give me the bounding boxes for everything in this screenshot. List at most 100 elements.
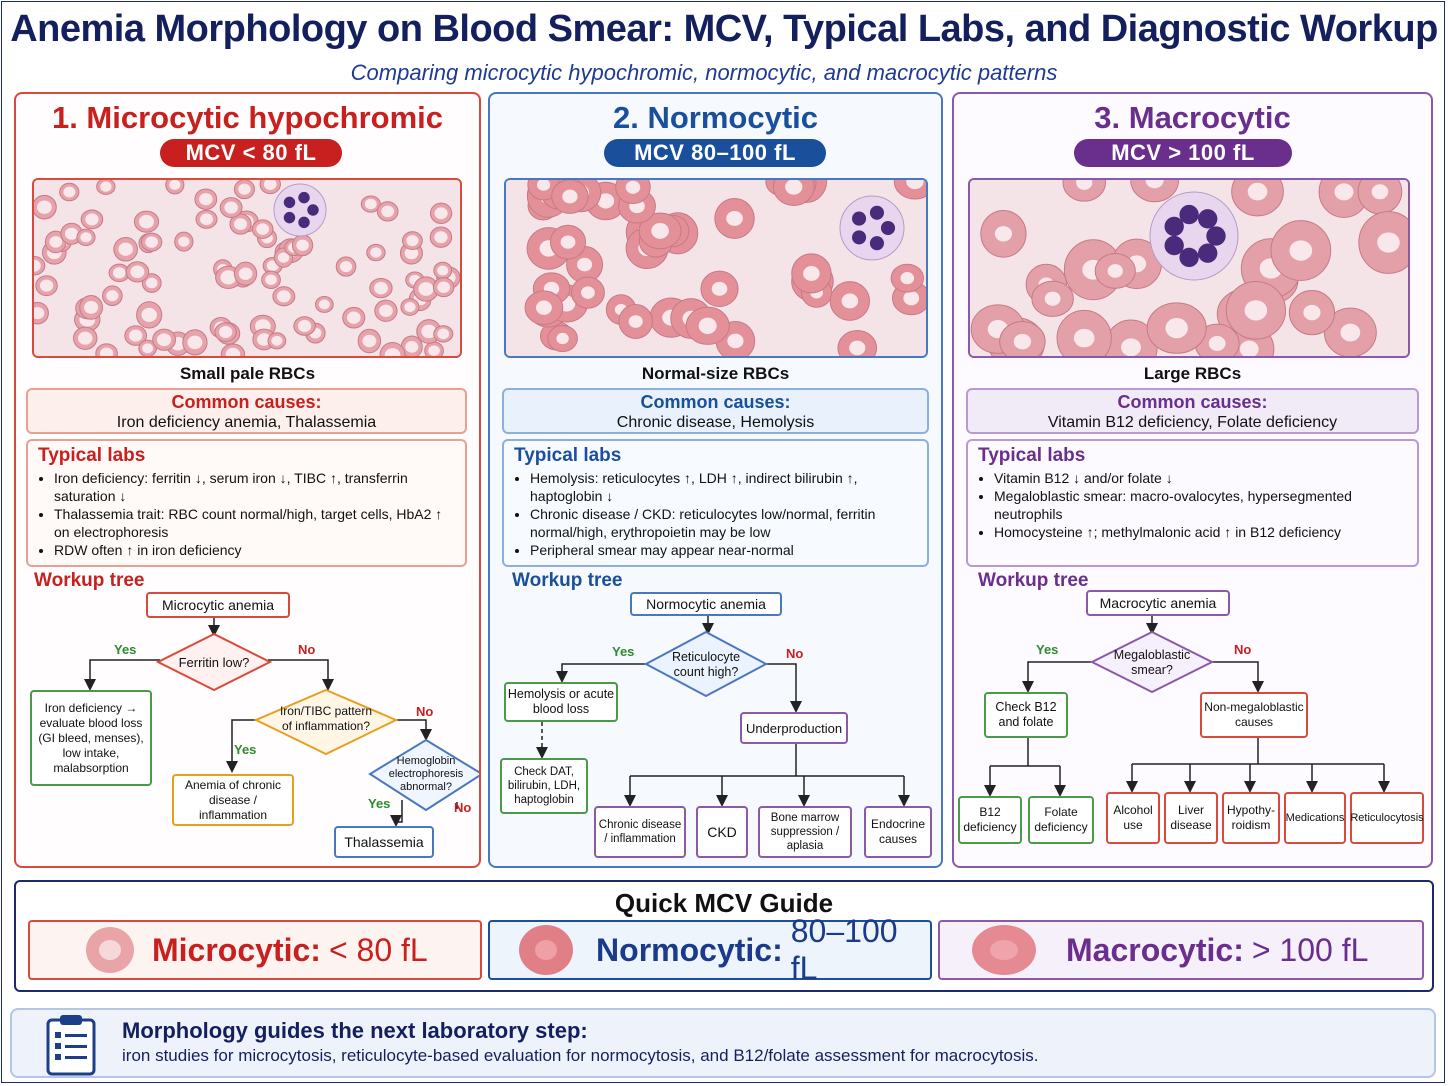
normocytic-lab-item: Chronic disease / CKD: reticulocytes low… [530, 505, 917, 541]
guide-normocytic-label: Normocytic: [596, 931, 783, 968]
normocytic-smear-image [504, 178, 928, 358]
no-label: No [454, 800, 472, 815]
medications-leaf: Medications [1284, 792, 1346, 844]
reticulocytosis-leaf: Reticulocytosis [1350, 792, 1424, 844]
macrocytic-causes-box: Common causes: Vitamin B12 deficiency, F… [966, 388, 1419, 434]
microcytic-labs-heading: Typical labs [38, 445, 146, 466]
macrocytic-smear-caption: Large RBCs [1143, 364, 1242, 383]
guide-microcytic-label: Microcytic: [152, 931, 321, 968]
normocytic-causes-box: Common causes: Chronic disease, Hemolysi… [502, 388, 929, 434]
underproduction-node: Underproduction [740, 712, 848, 744]
yes-label: Yes [368, 796, 391, 811]
microcytic-workup-heading: Workup tree [34, 570, 145, 591]
normocytic-root-node: Normocytic anemia [630, 592, 782, 616]
large-rbc-icon [972, 925, 1036, 975]
thalassemia-leaf: Thalassemia [334, 826, 434, 858]
microcytic-smear-caption: Small pale RBCs [179, 364, 316, 383]
bone-marrow-node: Bone marrow suppression / aplasia [758, 806, 852, 858]
normocytic-lab-item: Peripheral smear may appear near-normal [530, 541, 917, 559]
page-subtitle: Comparing microcytic hypochromic, normoc… [350, 60, 1058, 85]
yes-label: Yes [612, 644, 635, 659]
microcytic-labs-box: Typical labs Iron deficiency: ferritin ↓… [26, 439, 467, 567]
endocrine-node: Endocrine causes [864, 806, 932, 858]
chronic-disease-leaf: Anemia of chronic disease / inflammation [172, 774, 294, 826]
clipboard-icon [46, 1015, 96, 1076]
yes-label: Yes [1036, 642, 1059, 657]
b12-deficiency-leaf: B12 deficiency [958, 796, 1022, 844]
no-label: No [1234, 642, 1252, 657]
no-label: No [416, 704, 434, 719]
microcytic-lab-item: Iron deficiency: ferritin ↓, serum iron … [54, 469, 455, 505]
normocytic-lab-item: Hemolysis: reticulocytes ↑, LDH ↑, indir… [530, 469, 917, 505]
no-label: No [786, 646, 804, 661]
microcytic-lab-item: Thalassemia trait: RBC count normal/high… [54, 505, 455, 541]
iron-deficiency-leaf: Iron deficiency → evaluate blood loss (G… [30, 690, 152, 786]
microcytic-causes-text: Iron deficiency anemia, Thalassemia [116, 414, 377, 431]
guide-microcytic-card: Microcytic: < 80 fL [28, 920, 482, 980]
hypothyroidism-leaf: Hypothy-roidism [1222, 792, 1280, 844]
inflammation-pattern-decision: Iron/TIBC pattern of inflammation? [279, 704, 373, 733]
yes-label: Yes [234, 742, 257, 757]
normocytic-mcv-badge: MCV 80–100 fL [604, 139, 826, 167]
yes-label: Yes [114, 642, 137, 657]
normocytic-labs-box: Typical labs Hemolysis: reticulocytes ↑,… [502, 439, 929, 567]
microcytic-title: 1. Microcytic hypochromic [51, 100, 444, 135]
megaloblastic-decision: Megaloblastic smear? [1113, 648, 1191, 677]
microcytic-smear-image [32, 178, 462, 358]
microcytic-causes-heading: Common causes: [171, 392, 322, 412]
ckd-node: CKD [696, 806, 748, 858]
guide-macrocytic-value: > 100 fL [1251, 931, 1369, 968]
microcytic-mcv-badge: MCV < 80 fL [160, 139, 342, 167]
normal-rbc-icon [519, 925, 573, 975]
liver-disease-leaf: Liver disease [1164, 792, 1218, 844]
electrophoresis-decision: Hemoglobin electrophoresis abnormal? [388, 754, 464, 793]
footer-heading: Morphology guides the next laboratory st… [122, 1018, 588, 1043]
no-label: No [298, 642, 316, 657]
chronic-disease-node: Chronic disease / inflammation [594, 806, 686, 858]
guide-macrocytic-card: Macrocytic: > 100 fL [938, 920, 1424, 980]
normocytic-causes-text: Chronic disease, Hemolysis [616, 414, 815, 431]
reticulocyte-decision: Reticulocyte count high? [671, 650, 741, 679]
macrocytic-lab-item: Megaloblastic smear: macro-ovalocytes, h… [994, 487, 1407, 523]
guide-macrocytic-label: Macrocytic: [1066, 931, 1244, 968]
macrocytic-root-node: Macrocytic anemia [1086, 590, 1230, 616]
page-title: Anemia Morphology on Blood Smear: MCV, T… [10, 8, 1438, 50]
macrocytic-causes-text: Vitamin B12 deficiency, Folate deficienc… [1047, 414, 1338, 431]
footer-text: iron studies for microcytosis, reticuloc… [122, 1046, 1039, 1065]
macrocytic-labs-heading: Typical labs [978, 445, 1086, 466]
microcytic-lab-item: RDW often ↑ in iron deficiency [54, 541, 455, 559]
normocytic-smear-caption: Normal-size RBCs [641, 364, 790, 383]
hemolysis-leaf: Hemolysis or acute blood loss [504, 682, 618, 722]
microcytic-root-node: Microcytic anemia [146, 592, 290, 618]
alcohol-use-leaf: Alcohol use [1106, 792, 1160, 844]
footer-note: Morphology guides the next laboratory st… [10, 1008, 1436, 1078]
macrocytic-workup-heading: Workup tree [978, 570, 1089, 591]
macrocytic-causes-heading: Common causes: [1117, 392, 1268, 412]
non-megaloblastic-node: Non-megaloblastic causes [1200, 692, 1308, 738]
macrocytic-lab-item: Homocysteine ↑; methylmalonic acid ↑ in … [994, 523, 1407, 541]
microcytic-causes-box: Common causes: Iron deficiency anemia, T… [26, 388, 467, 434]
normocytic-title: 2. Normocytic [612, 100, 818, 135]
small-rbc-icon [86, 927, 134, 973]
macrocytic-smear-image [968, 178, 1410, 358]
normocytic-causes-heading: Common causes: [640, 392, 791, 412]
macrocytic-mcv-badge: MCV > 100 fL [1074, 139, 1292, 167]
guide-microcytic-value: < 80 fL [328, 931, 428, 968]
guide-normocytic-value: 80–100 fL [790, 913, 898, 986]
check-b12-folate-node: Check B12 and folate [984, 692, 1068, 738]
guide-title: Quick MCV Guide [614, 888, 834, 918]
normocytic-panel: 2. Normocytic MCV 80–100 fL Normal-size … [488, 92, 943, 868]
ferritin-low-decision: Ferritin low? [178, 654, 250, 670]
folate-deficiency-leaf: Folate deficiency [1028, 796, 1094, 844]
normocytic-workup-heading: Workup tree [512, 570, 623, 591]
quick-mcv-guide: Quick MCV Guide Microcytic: < 80 fL Norm… [14, 880, 1434, 992]
normocytic-labs-heading: Typical labs [514, 445, 622, 466]
macrocytic-panel: 3. Macrocytic MCV > 100 fL Large RBCs Co… [952, 92, 1433, 868]
macrocytic-labs-box: Typical labs Vitamin B12 ↓ and/or folate… [966, 439, 1419, 567]
check-dat-leaf: Check DAT, bilirubin, LDH, haptoglobin [500, 758, 588, 814]
macrocytic-title: 3. Macrocytic [1094, 100, 1291, 135]
guide-normocytic-card: Normocytic: 80–100 fL [488, 913, 932, 986]
macrocytic-lab-item: Vitamin B12 ↓ and/or folate ↓ [994, 469, 1407, 487]
microcytic-panel: 1. Microcytic hypochromic MCV < 80 fL Sm… [14, 92, 481, 868]
